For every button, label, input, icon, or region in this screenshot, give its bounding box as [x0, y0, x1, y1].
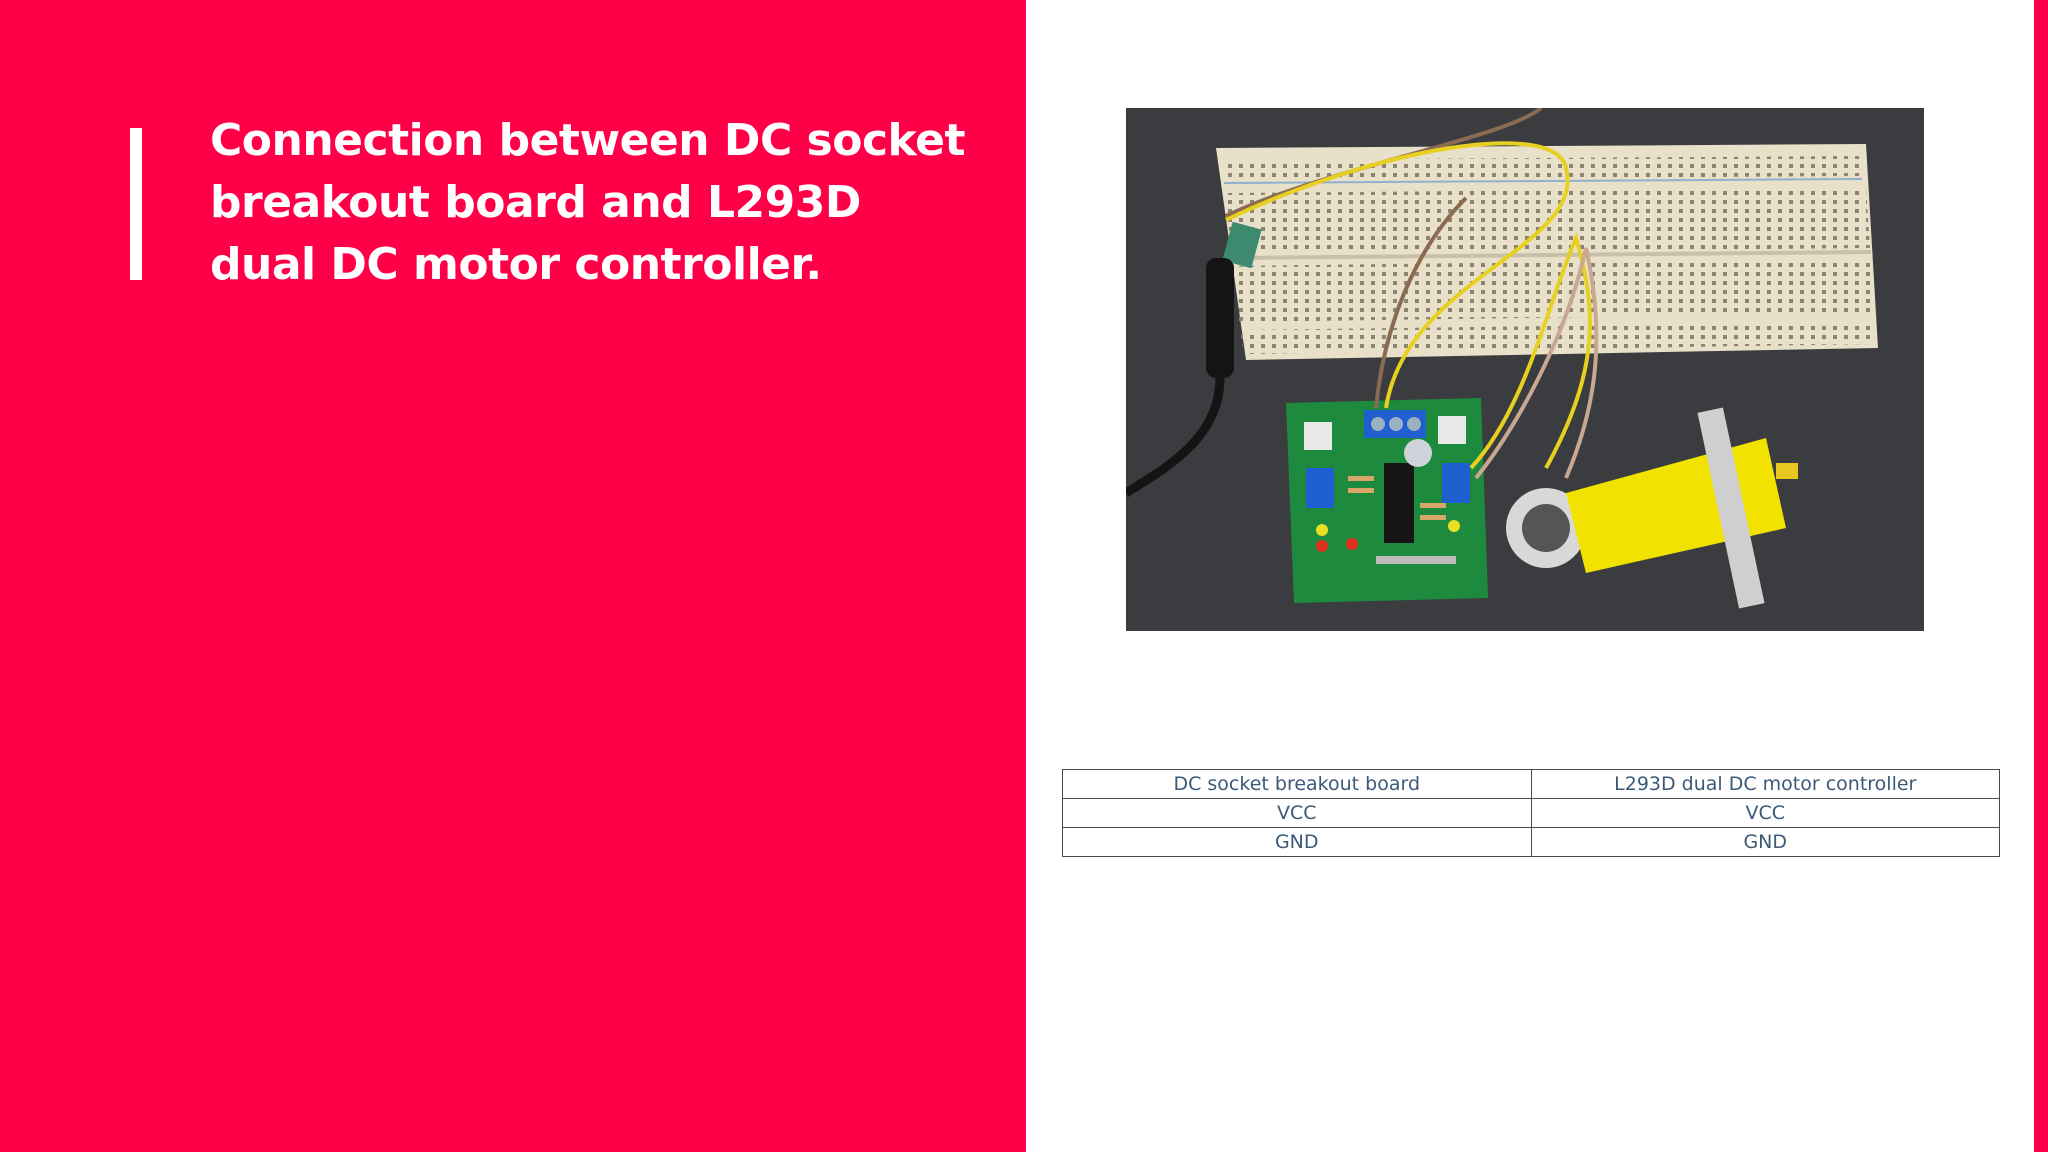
table-cell: VCC [1530, 798, 2000, 828]
motor-driver-board [1286, 398, 1488, 603]
header-cell: L293D dual DC motor controller [1530, 769, 2000, 799]
title-line-2: breakout board and L293D [210, 177, 861, 228]
slide-title: Connection between DC socket breakout bo… [210, 110, 970, 296]
title-line-1: Connection between DC socket [210, 115, 966, 166]
table-cell: GND [1062, 827, 1532, 857]
table-row: VCC VCC [1062, 798, 2000, 828]
table-header-row: DC socket breakout board L293D dual DC m… [1062, 769, 2000, 799]
right-edge-strip [2034, 0, 2048, 1152]
table-cell: VCC [1062, 798, 1532, 828]
table-cell: GND [1530, 827, 2000, 857]
breadboard [1216, 144, 1878, 360]
dc-socket [1126, 221, 1262, 497]
header-cell: DC socket breakout board [1062, 769, 1532, 799]
connection-table: DC socket breakout board L293D dual DC m… [1062, 769, 2000, 857]
left-accent-panel: Connection between DC socket breakout bo… [0, 0, 1026, 1152]
gear-motor [1506, 407, 1798, 609]
title-accent-bar [130, 128, 142, 280]
title-line-3: dual DC motor controller. [210, 239, 822, 290]
circuit-photo [1126, 108, 1924, 631]
jumper-wires [1225, 108, 1599, 480]
table-row: GND GND [1062, 827, 2000, 857]
